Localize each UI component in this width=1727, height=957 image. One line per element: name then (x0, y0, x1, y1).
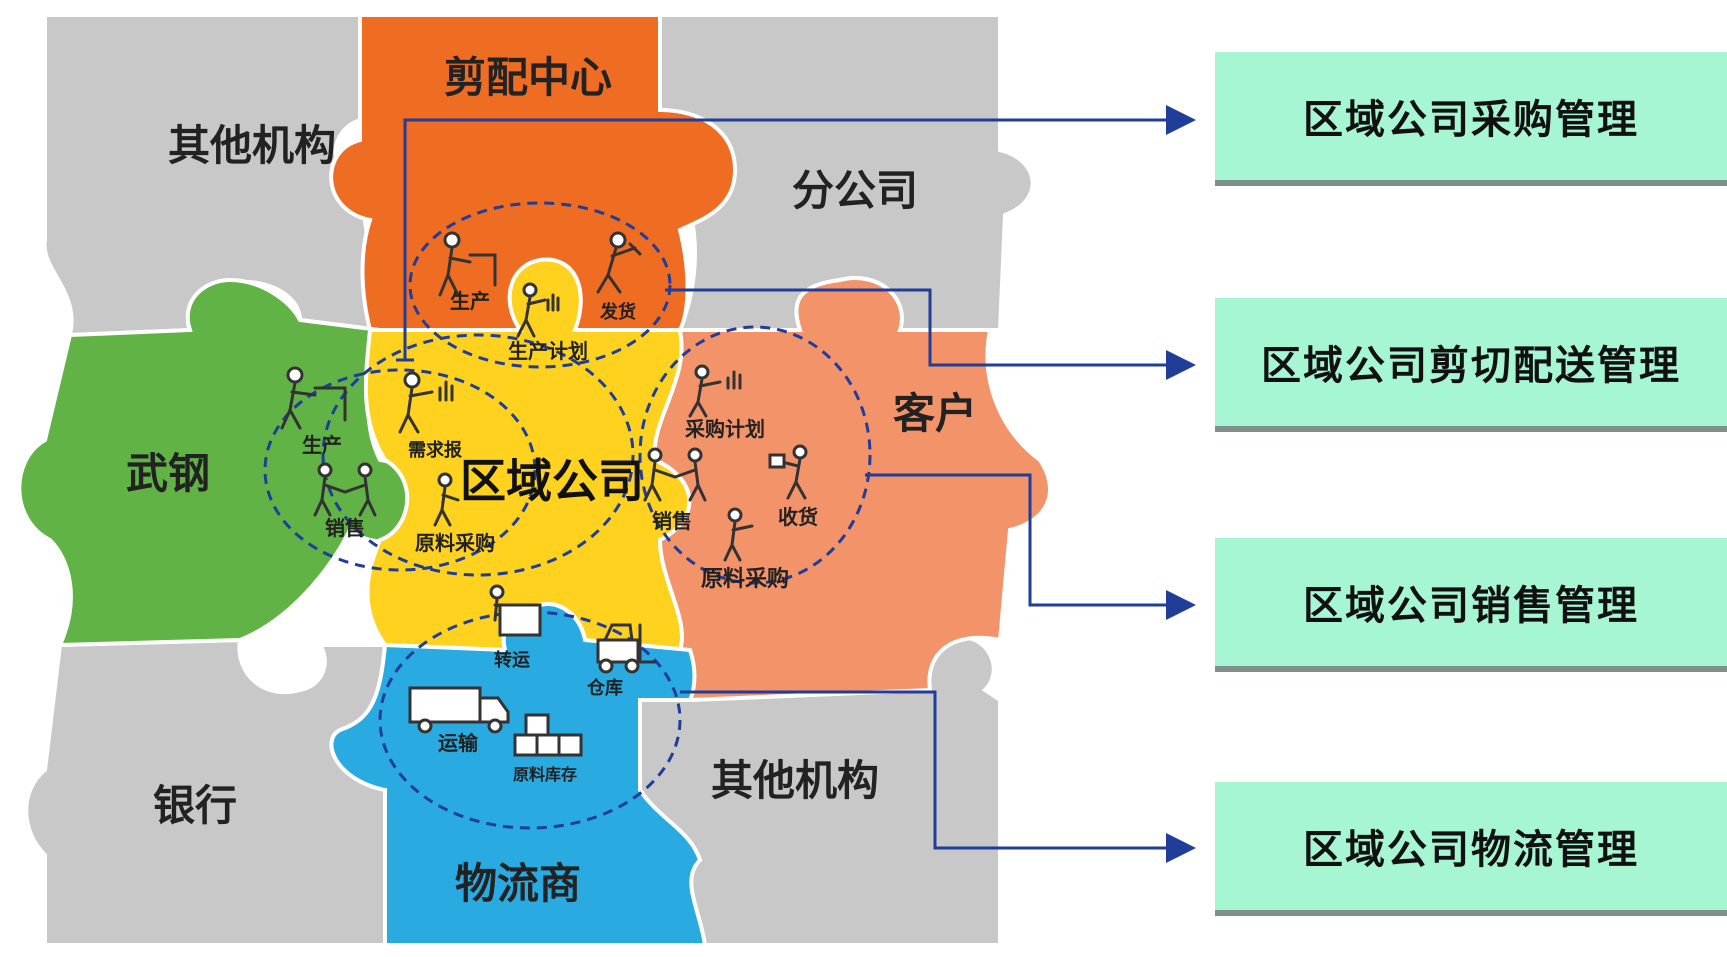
activity-raw-purchase-customer: 原料采购 (701, 566, 789, 592)
circle-regional-activities (321, 333, 635, 577)
activity-raw-purchase-center: 原料采购 (415, 531, 495, 555)
logistics-management-box: 区域公司物流管理 (1215, 782, 1727, 910)
circle-logistics-activities (378, 610, 682, 830)
sales-management-box: 区域公司销售管理 (1215, 538, 1727, 666)
circle-wisco-activities (263, 368, 537, 572)
cutting-management-label: 区域公司剪切配送管理 (1261, 342, 1681, 389)
worker-raw-purchase-customer-icon (723, 507, 754, 562)
worker-production-plan-icon (516, 282, 560, 338)
activity-circles (263, 201, 872, 830)
arrow-cutting (665, 288, 1196, 380)
label-logistics: 物流商 (455, 859, 581, 908)
purchase-management-label: 区域公司采购管理 (1303, 96, 1639, 143)
connector-arrows (396, 105, 1196, 863)
activity-transport: 运输 (438, 731, 479, 755)
boxes-raw-storage-icon (513, 713, 583, 757)
label-other-org-bottom: 其他机构 (711, 756, 879, 805)
activity-sales-wisco: 销售 (325, 516, 365, 540)
activity-raw-storage: 原料库存 (513, 765, 577, 784)
label-bank: 银行 (153, 781, 237, 830)
activity-demand-report: 需求报 (408, 439, 462, 461)
arrow-sales (865, 473, 1196, 620)
activity-shipping: 发货 (599, 301, 636, 323)
activity-purchase-plan: 采购计划 (685, 417, 765, 441)
piece-wisco (17, 277, 427, 648)
activity-figures (280, 231, 808, 757)
activity-sales-customer: 销售 (652, 509, 692, 533)
label-branch: 分公司 (792, 166, 918, 215)
label-customer: 客户 (893, 389, 977, 438)
forklift-warehouse-icon (596, 623, 657, 674)
worker-raw-purchase-center-icon (433, 472, 460, 527)
piece-customer (652, 276, 1052, 703)
label-regional-company: 区域公司 (460, 454, 644, 508)
worker-handling-icon (489, 584, 542, 637)
sales-management-label: 区域公司销售管理 (1303, 582, 1639, 629)
activity-production-plan: 生产计划 (508, 339, 588, 363)
arrow-purchase (403, 105, 1196, 360)
worker-production-wisco-icon (280, 366, 347, 430)
circle-customer-activities (638, 325, 872, 585)
activity-handling: 转运 (494, 649, 530, 671)
worker-sales-wisco-icon (313, 462, 377, 517)
purchase-management-box: 区域公司采购管理 (1215, 52, 1727, 180)
worker-shipping-icon (596, 231, 642, 294)
activity-production-wisco: 生产 (302, 433, 342, 457)
truck-transport-icon (408, 686, 510, 734)
activity-production-cut: 生产 (450, 289, 490, 313)
worker-purchase-plan-icon (688, 364, 742, 418)
worker-demand-icon (398, 371, 454, 434)
label-cutting-center: 剪配中心 (444, 53, 612, 102)
activity-warehouse: 仓库 (586, 677, 623, 699)
arrow-logistics (680, 690, 1196, 863)
piece-cutting-center (329, 13, 738, 332)
worker-production-cut-icon (438, 231, 497, 297)
activity-receiving: 收货 (778, 505, 818, 529)
label-wisco: 武钢 (126, 449, 210, 498)
label-other-org-top: 其他机构 (168, 121, 336, 170)
worker-sales-customer-icon (643, 447, 707, 502)
worker-receiving-icon (768, 444, 808, 500)
cutting-management-box: 区域公司剪切配送管理 (1215, 298, 1727, 426)
circle-cutting-activities (408, 201, 672, 369)
logistics-management-label: 区域公司物流管理 (1303, 826, 1639, 873)
